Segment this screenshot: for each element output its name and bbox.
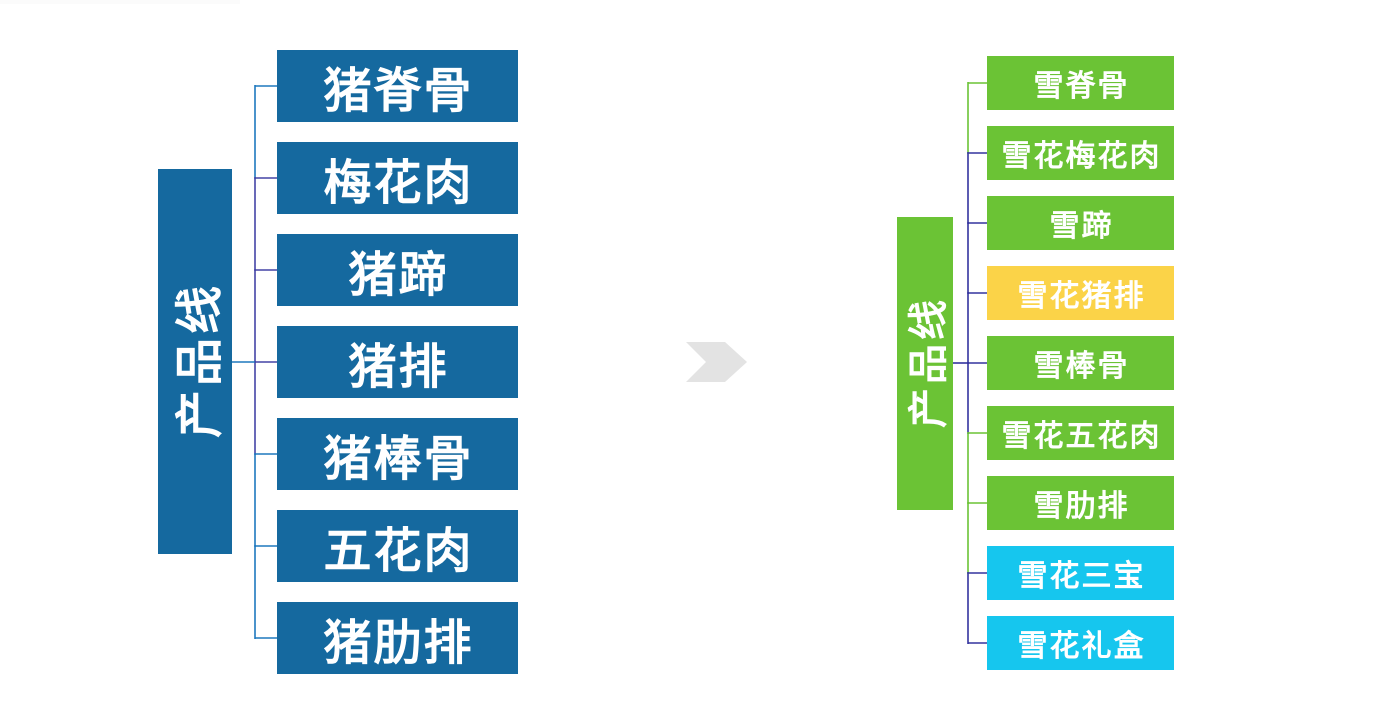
product-box: 雪肋排 (987, 476, 1174, 530)
product-box: 雪花三宝 (987, 546, 1174, 600)
product-box: 雪花五花肉 (987, 406, 1174, 460)
top-edge-artifact (0, 0, 240, 4)
chevron-right-icon (686, 342, 747, 382)
product-box: 猪棒骨 (277, 418, 518, 490)
product-box: 雪花猪排 (987, 266, 1174, 320)
product-box: 雪棒骨 (987, 336, 1174, 390)
root-label-text: 产品线 (907, 295, 951, 428)
product-box: 梅花肉 (277, 142, 518, 214)
root-label-text: 产品线 (174, 281, 228, 438)
root-label-product-line-after: 产品线 (897, 217, 953, 510)
product-box: 五花肉 (277, 510, 518, 582)
product-box: 雪花礼盒 (987, 616, 1174, 670)
product-box: 雪蹄 (987, 196, 1174, 250)
root-label-product-line-before: 产品线 (158, 169, 232, 554)
product-box: 猪蹄 (277, 234, 518, 306)
product-box: 猪排 (277, 326, 518, 398)
product-box: 猪肋排 (277, 602, 518, 674)
product-box: 雪脊骨 (987, 56, 1174, 110)
product-box: 雪花梅花肉 (987, 126, 1174, 180)
product-box: 猪脊骨 (277, 50, 518, 122)
